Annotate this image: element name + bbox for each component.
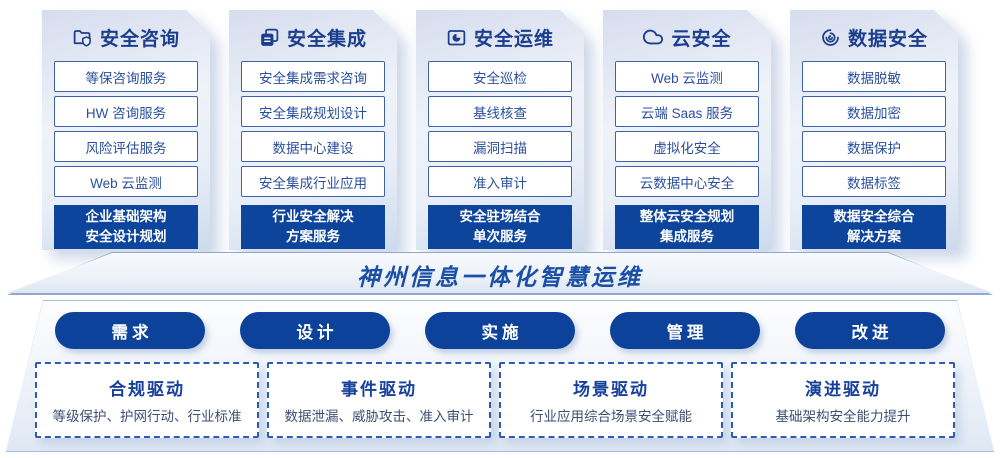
driver-title: 事件驱动 — [341, 380, 417, 399]
service-item: HW 咨询服务 — [54, 96, 198, 127]
driver-desc: 等级保护、护网行动、行业标准 — [52, 409, 242, 424]
phase-pills-row: 需求 设计 实施 管理 改进 — [55, 312, 945, 349]
column-card: 安全集成 安全集成需求咨询 安全集成规划设计 数据中心建设 安全集成行业应用 行… — [229, 10, 397, 250]
column-footer: 行业安全解决 方案服务 — [241, 205, 385, 249]
service-item: 漏洞扫描 — [428, 131, 572, 162]
footer-line: 方案服务 — [286, 229, 340, 244]
column-card: 安全运维 安全巡检 基线核查 漏洞扫描 准入审计 安全驻场结合 单次服务 — [416, 10, 584, 250]
driver-incident: 事件驱动 数据泄漏、威胁攻击、准入审计 — [267, 362, 491, 438]
column-data-security: 数据安全 数据脱敏 数据加密 数据保护 数据标签 数据安全综合 解决方案 — [790, 10, 958, 250]
driver-desc: 数据泄漏、威胁攻击、准入审计 — [284, 409, 474, 424]
footer-line: 解决方案 — [847, 229, 901, 244]
cloud-icon — [642, 26, 664, 48]
phase-pill-improvement: 改进 — [795, 312, 945, 349]
fingerprint-icon — [820, 27, 841, 48]
service-item: 安全巡检 — [428, 61, 572, 92]
footer-line: 数据安全综合 — [833, 209, 915, 225]
column-header: 云安全 — [642, 23, 731, 51]
column-footer: 整体云安全规划 集成服务 — [615, 205, 759, 249]
column-title: 云安全 — [671, 28, 732, 50]
column-card: 安全咨询 等保咨询服务 HW 咨询服务 风险评估服务 Web 云监测 企业基础架… — [42, 10, 210, 250]
footer-line: 企业基础架构 — [85, 209, 167, 225]
driver-desc: 基础架构安全能力提升 — [775, 409, 911, 424]
service-item: 准入审计 — [428, 166, 572, 197]
footer-line: 单次服务 — [473, 229, 527, 244]
driver-scenario: 场景驱动 行业应用综合场景安全赋能 — [499, 362, 723, 438]
service-item: 安全集成规划设计 — [241, 96, 385, 127]
column-security-operations: 安全运维 安全巡检 基线核查 漏洞扫描 准入审计 安全驻场结合 单次服务 — [416, 10, 584, 250]
phase-pill-requirement: 需求 — [55, 312, 205, 349]
phase-pill-design: 设计 — [240, 312, 390, 349]
footer-line: 集成服务 — [660, 229, 714, 244]
column-security-integration: 安全集成 安全集成需求咨询 安全集成规划设计 数据中心建设 安全集成行业应用 行… — [229, 10, 397, 250]
service-item: 风险评估服务 — [54, 131, 198, 162]
column-header: 安全集成 — [259, 23, 367, 51]
service-item: 虚拟化安全 — [615, 131, 759, 162]
footer-line: 安全驻场结合 — [459, 209, 541, 225]
driver-title: 合规驱动 — [109, 380, 185, 399]
column-security-consulting: 安全咨询 等保咨询服务 HW 咨询服务 风险评估服务 Web 云监测 企业基础架… — [42, 10, 210, 250]
service-item: 数据加密 — [802, 96, 946, 127]
driver-title: 场景驱动 — [573, 380, 649, 399]
service-item: Web 云监测 — [54, 166, 198, 197]
column-footer: 企业基础架构 安全设计规划 — [54, 205, 198, 249]
service-item: 安全集成需求咨询 — [241, 61, 385, 92]
service-item: 数据中心建设 — [241, 131, 385, 162]
footer-line: 安全设计规划 — [85, 229, 167, 244]
service-item: 云数据中心安全 — [615, 166, 759, 197]
column-header: 数据安全 — [820, 23, 928, 51]
service-item: 安全集成行业应用 — [241, 166, 385, 197]
column-card: 云安全 Web 云监测 云端 Saas 服务 虚拟化安全 云数据中心安全 整体云… — [603, 10, 771, 250]
service-columns: 安全咨询 等保咨询服务 HW 咨询服务 风险评估服务 Web 云监测 企业基础架… — [42, 10, 958, 250]
folder-shield-icon — [72, 27, 93, 48]
banner-shape-fill — [6, 253, 993, 293]
driver-desc: 行业应用综合场景安全赋能 — [530, 409, 692, 424]
documents-icon — [259, 27, 280, 48]
banner-title: 神州信息一体化智慧运维 — [357, 264, 643, 290]
service-item: 数据脱敏 — [802, 61, 946, 92]
footer-line: 行业安全解决 — [272, 209, 354, 225]
platform-banner: 神州信息一体化智慧运维 — [0, 252, 1000, 295]
service-item: 等保咨询服务 — [54, 61, 198, 92]
column-footer: 数据安全综合 解决方案 — [802, 205, 946, 249]
column-header: 安全运维 — [446, 23, 554, 51]
service-item: 数据标签 — [802, 166, 946, 197]
phase-pill-management: 管理 — [610, 312, 760, 349]
column-header: 安全咨询 — [72, 23, 180, 51]
driver-compliance: 合规驱动 等级保护、护网行动、行业标准 — [35, 362, 259, 438]
column-cloud-security: 云安全 Web 云监测 云端 Saas 服务 虚拟化安全 云数据中心安全 整体云… — [603, 10, 771, 250]
column-footer: 安全驻场结合 单次服务 — [428, 205, 572, 249]
column-title: 安全咨询 — [99, 28, 180, 50]
folder-clock-icon — [446, 27, 467, 48]
column-card: 数据安全 数据脱敏 数据加密 数据保护 数据标签 数据安全综合 解决方案 — [790, 10, 958, 250]
column-title: 安全运维 — [473, 28, 554, 50]
service-item: 云端 Saas 服务 — [615, 96, 759, 127]
driver-evolution: 演进驱动 基础架构安全能力提升 — [731, 362, 955, 438]
driver-boxes-row: 合规驱动 等级保护、护网行动、行业标准 事件驱动 数据泄漏、威胁攻击、准入审计 … — [35, 362, 955, 438]
column-title: 安全集成 — [286, 28, 367, 50]
service-item: 数据保护 — [802, 131, 946, 162]
phase-pill-implementation: 实施 — [425, 312, 575, 349]
footer-line: 整体云安全规划 — [639, 209, 735, 225]
column-title: 数据安全 — [847, 28, 928, 50]
service-item: 基线核查 — [428, 96, 572, 127]
driver-title: 演进驱动 — [805, 380, 881, 399]
service-item: Web 云监测 — [615, 61, 759, 92]
